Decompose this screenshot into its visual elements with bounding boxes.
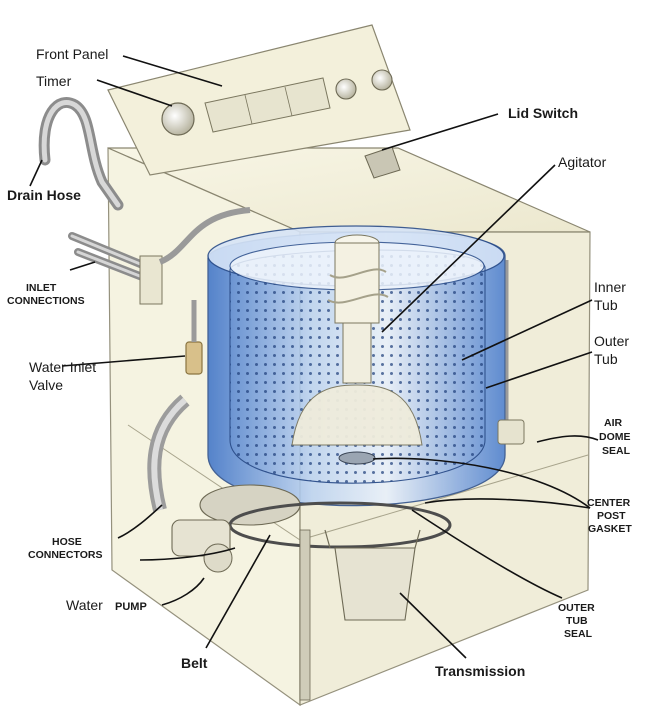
leader-outer-tub bbox=[485, 351, 593, 389]
leader-center-post-gasket-2 bbox=[424, 498, 591, 509]
label-inner-tub: Inner bbox=[594, 279, 626, 295]
label-center-post-gasket: CENTER bbox=[587, 497, 631, 509]
labels: Front Panel Timer Lid Switch Drain Hose … bbox=[7, 46, 632, 679]
leader-air-dome-seal bbox=[536, 435, 599, 443]
base-assembly bbox=[171, 484, 452, 701]
label-inlet-connections: CONNECTIONS bbox=[7, 295, 85, 307]
label-center-post-gasket: GASKET bbox=[588, 523, 632, 535]
leader-transmission bbox=[399, 592, 467, 659]
center-post-gasket bbox=[338, 451, 376, 465]
display-divider bbox=[284, 86, 293, 117]
label-lid-switch: Lid Switch bbox=[508, 105, 578, 121]
leader-lines bbox=[29, 55, 599, 659]
label-belt: Belt bbox=[181, 655, 208, 671]
leader-center-post-gasket bbox=[372, 457, 591, 509]
label-outer-tub-seal: TUB bbox=[566, 615, 588, 627]
label-center-post-gasket: POST bbox=[597, 510, 626, 522]
label-outer-tub: Outer bbox=[594, 333, 629, 349]
console-display bbox=[204, 77, 331, 133]
drain-pipe bbox=[147, 394, 190, 512]
leader-timer bbox=[96, 79, 173, 107]
label-water-pump: PUMP bbox=[115, 601, 147, 613]
label-water-inlet-valve: Water Inlet bbox=[29, 359, 96, 375]
label-inner-tub: Tub bbox=[594, 297, 618, 313]
label-front-panel: Front Panel bbox=[36, 46, 108, 62]
label-inlet-connections: INLET bbox=[26, 282, 57, 294]
transmission bbox=[334, 547, 416, 621]
label-air-dome-seal: AIR bbox=[604, 417, 623, 429]
leader-water-pump bbox=[161, 577, 205, 606]
label-hose-connectors: CONNECTORS bbox=[28, 549, 102, 561]
leader-front-panel bbox=[122, 55, 223, 87]
label-transmission: Transmission bbox=[435, 663, 525, 679]
knob-icon bbox=[371, 69, 393, 91]
knob-icon bbox=[335, 78, 357, 100]
drain-hose bbox=[38, 97, 124, 211]
leader-agitator bbox=[381, 164, 556, 333]
leader-inner-tub bbox=[461, 299, 593, 361]
label-outer-tub-seal: SEAL bbox=[564, 628, 593, 640]
leader-hose-connectors-2 bbox=[139, 547, 236, 561]
label-drain-hose: Drain Hose bbox=[7, 187, 81, 203]
leader-water-inlet-valve bbox=[61, 355, 186, 367]
label-outer-tub: Tub bbox=[594, 351, 618, 367]
inlet-connections bbox=[68, 232, 163, 305]
leader-outer-tub-seal bbox=[411, 509, 563, 599]
leader-lid-switch bbox=[381, 113, 499, 151]
leader-drain-hose bbox=[29, 159, 43, 187]
label-air-dome-seal: DOME bbox=[599, 431, 631, 443]
label-air-dome-seal: SEAL bbox=[602, 445, 631, 457]
label-outer-tub-seal: OUTER bbox=[558, 602, 595, 614]
water-inlet-valve bbox=[158, 207, 251, 375]
cabinet-base-line-2 bbox=[299, 454, 589, 541]
display-divider bbox=[244, 94, 253, 125]
console bbox=[107, 24, 411, 176]
label-water-pump: Water bbox=[66, 597, 103, 613]
leader-hose-connectors bbox=[117, 504, 163, 539]
leader-inlet-connections bbox=[69, 261, 96, 271]
label-water-inlet-valve: Valve bbox=[29, 377, 63, 393]
label-timer: Timer bbox=[36, 73, 72, 89]
label-agitator: Agitator bbox=[558, 154, 607, 170]
timer-knob-icon bbox=[161, 102, 195, 136]
agitator bbox=[291, 234, 423, 465]
label-hose-connectors: HOSE bbox=[52, 536, 82, 548]
leader-belt bbox=[205, 534, 271, 649]
